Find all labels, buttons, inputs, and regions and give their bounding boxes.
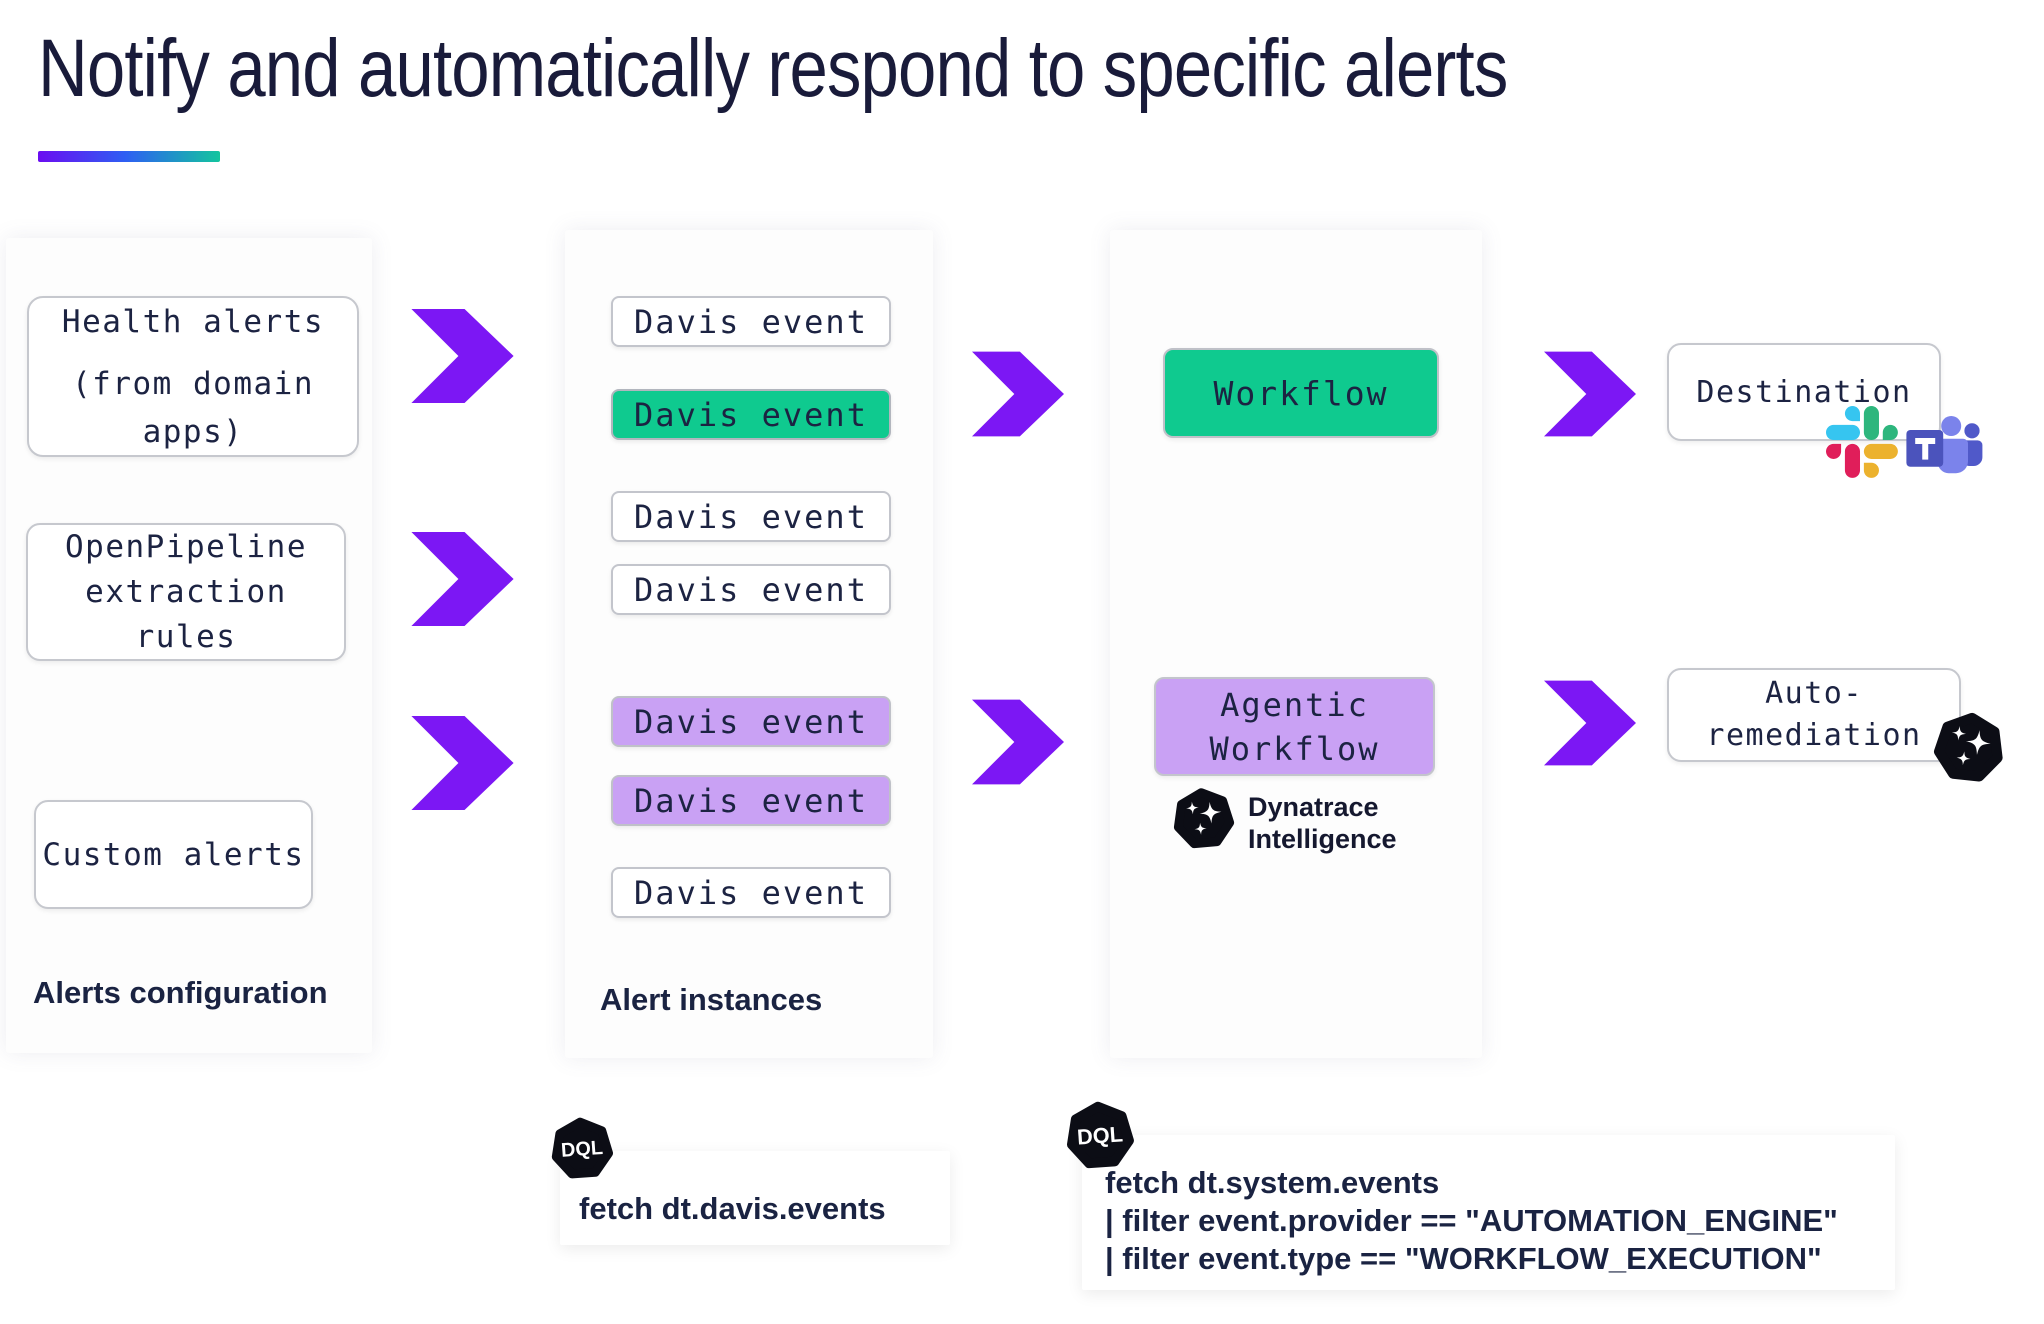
page-title: Notify and automatically respond to spec… bbox=[38, 23, 1508, 114]
auto-remediation-label: Auto-remediation bbox=[1706, 676, 1922, 753]
chevron-right-icon bbox=[972, 348, 1064, 440]
dql-system-code-line: | filter event.provider == "AUTOMATION_E… bbox=[1105, 1203, 1838, 1238]
chevron-right-icon bbox=[410, 532, 515, 626]
workflow-box: Workflow bbox=[1163, 348, 1439, 438]
agentic-workflow-label: Agentic Workflow bbox=[1209, 685, 1380, 768]
health-alerts-line2: (from domain apps) bbox=[72, 365, 314, 450]
agentic-workflow-box: Agentic Workflow bbox=[1154, 677, 1435, 776]
chevron-right-icon bbox=[410, 716, 515, 810]
davis-event-box-purple: Davis event bbox=[611, 696, 891, 747]
dynatrace-intelligence-label: Dynatrace Intelligence bbox=[1248, 792, 1397, 854]
davis-event-label: Davis event bbox=[634, 395, 868, 434]
davis-event-box: Davis event bbox=[611, 491, 891, 542]
auto-remediation-box: Auto-remediation bbox=[1667, 668, 1961, 762]
destination-label: Destination bbox=[1696, 374, 1912, 410]
dql-davis-card: fetch dt.davis.events bbox=[560, 1151, 950, 1245]
davis-event-box: Davis event bbox=[611, 564, 891, 615]
alert-instances-panel bbox=[565, 230, 933, 1058]
chevron-right-icon bbox=[410, 309, 515, 403]
davis-event-label: Davis event bbox=[634, 302, 868, 341]
davis-event-box-green: Davis event bbox=[611, 389, 891, 440]
dql-badge-icon: DQL bbox=[547, 1115, 617, 1183]
health-alerts-box: Health alerts (from domain apps) bbox=[27, 296, 359, 457]
davis-event-label: Davis event bbox=[634, 570, 868, 609]
dql-badge-icon: DQL bbox=[1061, 1099, 1140, 1174]
davis-event-box: Davis event bbox=[611, 867, 891, 918]
dql-davis-code: fetch dt.davis.events bbox=[579, 1191, 886, 1226]
title-underline-gradient bbox=[38, 151, 220, 162]
chevron-right-icon bbox=[972, 696, 1064, 788]
dql-system-card: fetch dt.system.events | filter event.pr… bbox=[1082, 1135, 1895, 1290]
dql-system-code-line: | filter event.type == "WORKFLOW_EXECUTI… bbox=[1105, 1241, 1822, 1276]
alerts-configuration-caption: Alerts configuration bbox=[33, 975, 328, 1010]
davis-event-label: Davis event bbox=[634, 702, 868, 741]
destination-box: Destination bbox=[1667, 343, 1941, 441]
auto-remediation-sparkle-icon bbox=[1929, 708, 2008, 787]
chevron-right-icon bbox=[1544, 677, 1636, 769]
alert-instances-caption: Alert instances bbox=[600, 982, 823, 1017]
custom-alerts-label: Custom alerts bbox=[42, 836, 305, 873]
health-alerts-line1: Health alerts bbox=[61, 303, 325, 340]
davis-event-label: Davis event bbox=[634, 497, 868, 536]
chevron-right-icon bbox=[1544, 348, 1636, 440]
custom-alerts-box: Custom alerts bbox=[34, 800, 313, 909]
davis-event-label: Davis event bbox=[634, 873, 868, 912]
dynatrace-intelligence-icon bbox=[1169, 784, 1237, 853]
microsoft-teams-icon bbox=[1902, 414, 1986, 478]
dql-system-code-line: fetch dt.system.events bbox=[1105, 1165, 1440, 1200]
openpipeline-box: OpenPipeline extraction rules bbox=[26, 523, 346, 661]
slack-icon bbox=[1826, 406, 1898, 478]
dql-badge-text: DQL bbox=[1076, 1121, 1123, 1149]
davis-event-box-purple: Davis event bbox=[611, 775, 891, 826]
davis-event-label: Davis event bbox=[634, 781, 868, 820]
workflow-label: Workflow bbox=[1213, 373, 1389, 413]
openpipeline-label: OpenPipeline extraction rules bbox=[65, 528, 307, 655]
davis-event-box: Davis event bbox=[611, 296, 891, 347]
dql-badge-text: DQL bbox=[560, 1137, 603, 1162]
